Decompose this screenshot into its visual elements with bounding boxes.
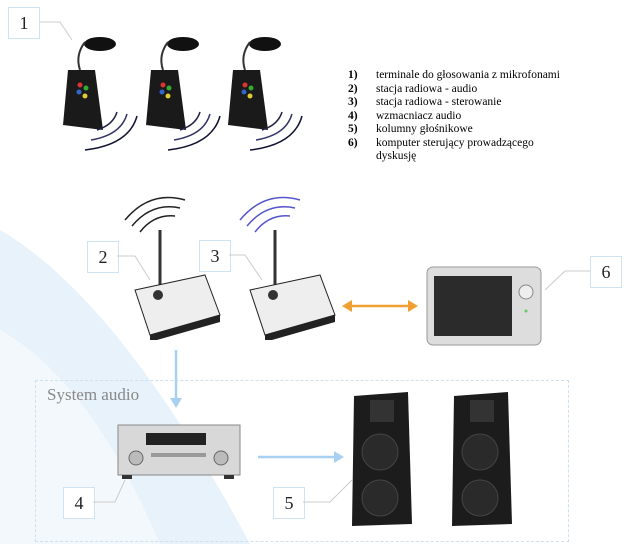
loudspeakers: [352, 391, 513, 527]
legend-item: 2) stacja radiowa - audio: [348, 83, 616, 97]
legend-key: 5): [348, 123, 358, 135]
label-2: 2: [87, 241, 119, 273]
label-4: 4: [63, 487, 95, 519]
legend-key: 4): [348, 109, 358, 122]
legend-item: 3) stacja radiowa - sterowanie: [348, 96, 616, 110]
legend-text: wzmacniacz audio: [376, 109, 462, 122]
blue-down-arrow: [170, 350, 182, 408]
label-1: 1: [8, 7, 40, 39]
legend-key: 2): [348, 82, 358, 95]
blue-right-arrow: [258, 451, 344, 463]
legend-text: stacja radiowa - sterowanie: [376, 96, 502, 108]
host-computer: [426, 266, 542, 346]
legend-item: 4) wzmacniacz audio: [348, 110, 616, 124]
radio-stations: [124, 196, 337, 340]
legend-key: 6): [348, 136, 358, 149]
legend-text: terminale do głosowania z mikrofonami: [376, 69, 560, 81]
legend-text: kolumny głośnikowe: [376, 123, 473, 135]
legend-item: 5) kolumny głośnikowe: [348, 123, 616, 137]
audio-amplifier: [117, 424, 241, 479]
legend-text: komputer sterujący prowadzącego dyskusję: [376, 136, 534, 163]
legend-item: 1) terminale do głosowania z mikrofonami: [348, 69, 616, 83]
legend-key: 3): [348, 96, 358, 108]
legend-key: 1): [348, 69, 358, 81]
label-3: 3: [199, 240, 231, 272]
label-6: 6: [590, 256, 622, 288]
label-5: 5: [273, 487, 305, 519]
legend-text: stacja radiowa - audio: [376, 82, 478, 95]
legend: 1)terminale do głosowania z mikrofonami …: [348, 69, 616, 164]
system-audio-box: [35, 380, 569, 542]
system-audio-label: System audio: [47, 385, 140, 404]
legend-item: 6) komputer sterujący prowadzącego dyskus…: [348, 137, 616, 164]
voting-terminals: [63, 36, 303, 151]
orange-double-arrow: [342, 300, 418, 312]
